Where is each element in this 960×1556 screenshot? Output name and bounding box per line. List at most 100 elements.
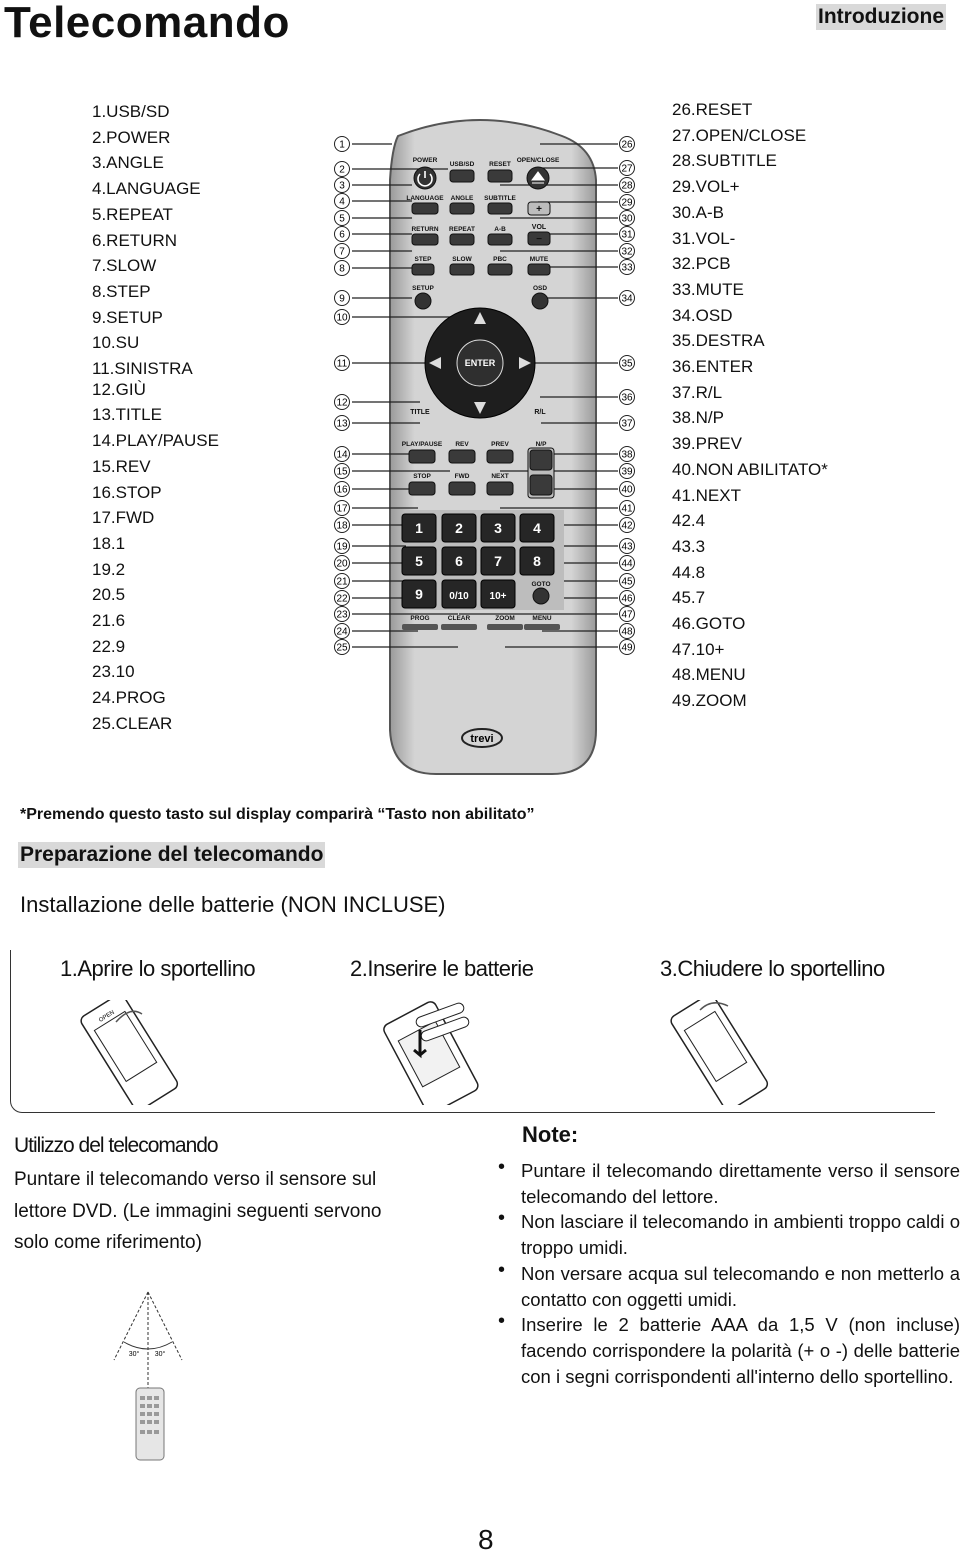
callout-marker — [334, 210, 350, 226]
callout-number: 6 — [339, 230, 345, 241]
legend-item: 18.1 — [92, 533, 126, 553]
disabled-button — [529, 474, 553, 496]
prog-button — [402, 624, 438, 630]
callout-number: 7 — [339, 247, 345, 258]
callout-number: 34 — [621, 294, 633, 305]
callout-marker — [334, 538, 350, 554]
keypad-key-label: 4 — [533, 520, 541, 536]
button-label: MENU — [532, 615, 551, 622]
keypad-key — [480, 579, 516, 609]
step-open: 1.Aprire lo sportellino — [60, 956, 256, 981]
angle-button — [449, 202, 475, 215]
callout-marker — [334, 639, 350, 655]
keypad-key-label: 10+ — [490, 591, 507, 602]
callout-marker — [619, 160, 635, 176]
callout-marker — [334, 415, 350, 431]
callout-number: 21 — [336, 577, 348, 588]
legend-item: 44.8 — [672, 562, 706, 582]
battery-steps-panel — [10, 950, 935, 1113]
callout-number: 19 — [336, 542, 348, 553]
callout-marker — [334, 290, 350, 306]
callout-number: 27 — [621, 164, 633, 175]
callout-marker — [334, 243, 350, 259]
legend-item: 32.PCB — [672, 254, 731, 274]
note-item: Non lasciare il telecomando in ambienti … — [496, 1206, 960, 1260]
page-number: 8 — [478, 1524, 494, 1555]
legend-item: 31.VOL- — [672, 228, 736, 248]
callout-number: 39 — [621, 467, 633, 478]
button-label: N/P — [536, 441, 548, 448]
keypad-key-label: 5 — [415, 553, 423, 569]
brand-name: trevi — [470, 733, 493, 745]
button-label: RETURN — [411, 226, 438, 233]
callout-marker — [334, 136, 350, 152]
callout-number: 30 — [621, 214, 633, 225]
keypad-key-label: 6 — [455, 553, 463, 569]
callout-number: 5 — [339, 214, 345, 225]
button-label: R/L — [534, 409, 546, 416]
callout-number: 48 — [621, 627, 633, 638]
legend-item: 41.NEXT — [672, 485, 741, 505]
callout-marker — [619, 555, 635, 571]
callout-marker — [334, 161, 350, 177]
legend-item: 19.2 — [92, 559, 126, 579]
button-label: PROG — [410, 615, 429, 622]
legend-item: 29.VOL+ — [672, 177, 740, 197]
callout-number: 18 — [336, 521, 348, 532]
legend-item: 47.10+ — [672, 639, 725, 659]
next-button — [486, 481, 514, 496]
note-item: Non versare acqua sul telecomando e non … — [496, 1258, 960, 1312]
clear-button — [441, 624, 477, 630]
callout-marker — [619, 415, 635, 431]
callout-number: 23 — [336, 610, 348, 621]
legend-item: 24.PROG — [92, 688, 166, 708]
callout-marker — [334, 394, 350, 410]
step-button — [411, 263, 435, 276]
legend-item: 16.STOP — [92, 482, 162, 502]
ab-button — [487, 233, 513, 246]
insert-batteries-illustration — [383, 1001, 479, 1105]
vol-minus-button — [527, 231, 551, 246]
fwd-button — [448, 481, 476, 496]
callout-marker — [334, 193, 350, 209]
note-item: Puntare il telecomando direttamente vers… — [496, 1155, 960, 1209]
button-label: PLAY/PAUSE — [402, 441, 443, 448]
close-cover-illustration — [670, 1000, 769, 1105]
callout-marker — [334, 517, 350, 533]
callout-marker — [334, 590, 350, 606]
button-label: POWER — [413, 157, 438, 164]
button-label: CLEAR — [448, 615, 471, 622]
button-label: NEXT — [491, 473, 508, 480]
legend-item: 46.GOTO — [672, 614, 746, 634]
callout-marker — [334, 177, 350, 193]
step-close: 3.Chiudere lo sportellino — [660, 956, 885, 981]
callout-number: 11 — [337, 359, 348, 370]
callout-marker — [619, 446, 635, 462]
callout-number: 33 — [621, 263, 633, 274]
callout-marker — [619, 639, 635, 655]
keypad-key-label: 1 — [415, 520, 423, 536]
callout-marker — [619, 243, 635, 259]
keypad-key-label: 3 — [494, 520, 502, 536]
legend-item: 5.REPEAT — [92, 204, 173, 224]
arrow-left-icon — [429, 357, 441, 369]
subtitle-button — [487, 202, 513, 215]
button-label: ZOOM — [495, 615, 515, 622]
osd-button — [531, 292, 549, 310]
menu-button — [524, 624, 560, 630]
angle-left-label: 30° — [129, 1350, 140, 1358]
button-label: LANGUAGE — [406, 195, 444, 202]
callout-number: 38 — [621, 450, 633, 461]
callout-number: 13 — [336, 419, 348, 430]
legend-item: 7.SLOW — [92, 256, 157, 276]
callout-marker — [619, 290, 635, 306]
callout-marker — [619, 573, 635, 589]
button-label: STOP — [413, 473, 431, 480]
callout-number: 9 — [339, 294, 345, 305]
callout-number: 26 — [621, 140, 633, 151]
callout-marker — [334, 500, 350, 516]
callout-number: 32 — [621, 247, 633, 258]
keypad-key-label: 9 — [415, 586, 423, 602]
notes-title: Note: — [522, 1122, 579, 1147]
